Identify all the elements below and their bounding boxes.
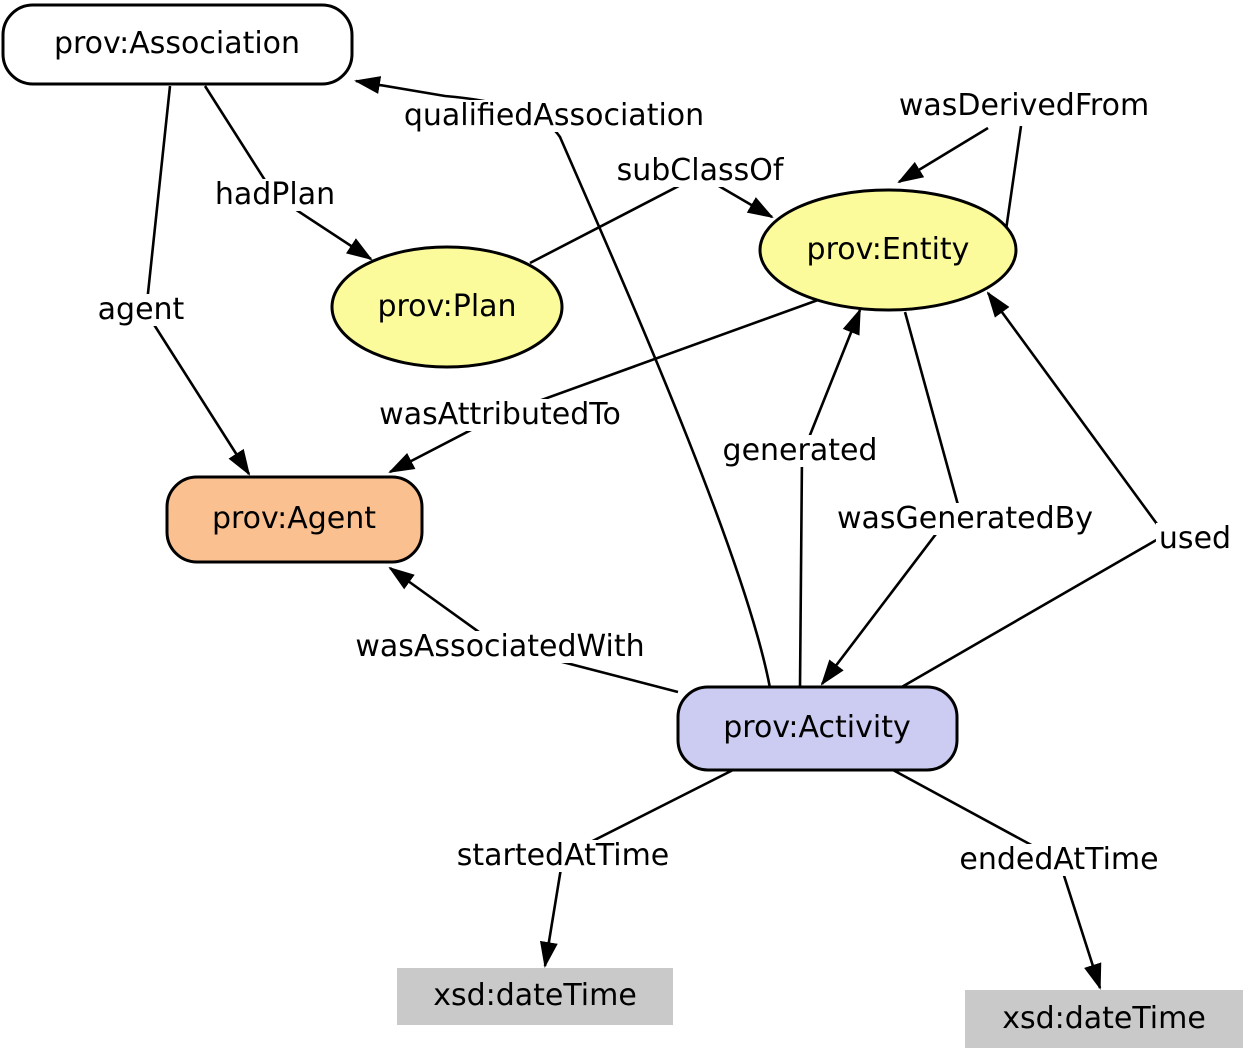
edge-wasderivedfrom-label: wasDerivedFrom: [895, 90, 1153, 122]
node-datetime-right-shape: [965, 990, 1243, 1048]
node-association-label: prov:Association: [53, 26, 301, 61]
node-agent-label: prov:Agent: [211, 501, 377, 536]
node-activity-shape: [676, 685, 959, 772]
edge-endedattime-label: endedAtTime: [956, 844, 1162, 876]
edge-generated-label: generated: [719, 435, 881, 467]
edge-wasgeneratedby-label: wasGeneratedBy: [833, 503, 1097, 535]
node-association-shape: [1, 3, 354, 86]
edge-startedattime-label: startedAtTime: [453, 840, 673, 872]
node-datetime-right-label: xsd:dateTime: [1002, 1001, 1206, 1036]
edge-wasgeneratedby-line: [820, 311, 960, 686]
edge-hadplan-label: hadPlan: [211, 179, 339, 211]
edge-agent-label: agent: [94, 294, 188, 326]
edge-wasderivedfrom-line-in: [897, 126, 989, 184]
edge-used-label: used: [1155, 523, 1235, 555]
edge-wasattributedto-label: wasAttributedTo: [376, 399, 624, 431]
edge-qualifiedassociation-label: qualifiedAssociation: [400, 100, 708, 132]
edge-wasassociatedwith-label: wasAssociatedWith: [352, 631, 648, 663]
edge-hadplan-line: [203, 85, 373, 261]
node-datetime-left-label: xsd:dateTime: [433, 978, 637, 1013]
edge-endedattime-line: [892, 768, 1102, 990]
edge-agent-line: [144, 85, 251, 476]
node-activity-label: prov:Activity: [723, 710, 911, 745]
node-plan-label: prov:Plan: [377, 289, 517, 324]
node-entity-shape: [758, 188, 1018, 312]
edge-subclassof-label: subClassOf: [613, 155, 787, 187]
node-plan-shape: [330, 245, 564, 369]
edge-used-line: [899, 291, 1167, 690]
edge-wasderivedfrom-line-out: [1004, 125, 1023, 231]
node-datetime-left-shape: [397, 968, 673, 1025]
edge-generated-line: [798, 308, 862, 689]
node-agent-shape: [165, 475, 424, 564]
node-entity-label: prov:Entity: [806, 232, 970, 267]
edge-subclassof-line: [529, 173, 774, 265]
